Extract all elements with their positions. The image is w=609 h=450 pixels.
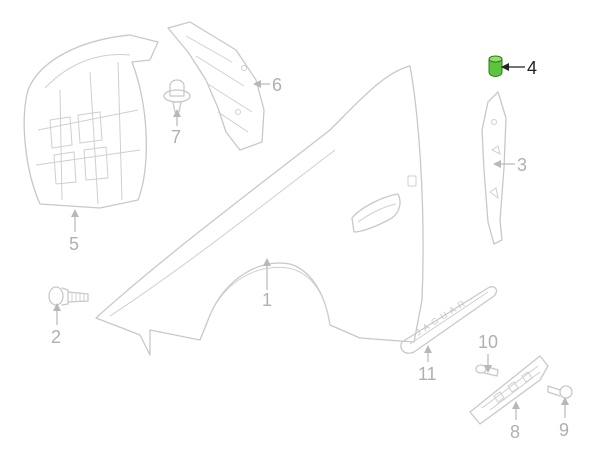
callout-9: 9 (559, 420, 569, 440)
callout-2: 2 (51, 327, 61, 347)
vent-bracket-part[interactable] (469, 355, 549, 425)
bumper-stop-part[interactable] (488, 55, 503, 77)
callout-6: 6 (272, 75, 282, 95)
callout-labels: 1 2 3 4 5 6 7 8 9 10 11 (51, 58, 569, 442)
callout-10: 10 (478, 332, 498, 352)
callout-5: 5 (69, 234, 79, 254)
bracket-part[interactable] (481, 91, 507, 245)
push-clip-part[interactable] (163, 79, 191, 113)
fender-part[interactable] (95, 65, 424, 356)
callout-4: 4 (527, 58, 537, 78)
callout-3: 3 (517, 155, 527, 175)
callout-8: 8 (510, 422, 520, 442)
leader-lines (53, 63, 569, 420)
callout-7: 7 (171, 127, 181, 147)
screw-part[interactable] (547, 385, 573, 399)
callout-1: 1 (262, 290, 272, 310)
bolt-part[interactable] (48, 286, 89, 306)
splash-shield-part[interactable] (167, 21, 265, 151)
callout-11: 11 (418, 364, 437, 384)
wheel-arch-liner-part[interactable] (23, 34, 159, 209)
